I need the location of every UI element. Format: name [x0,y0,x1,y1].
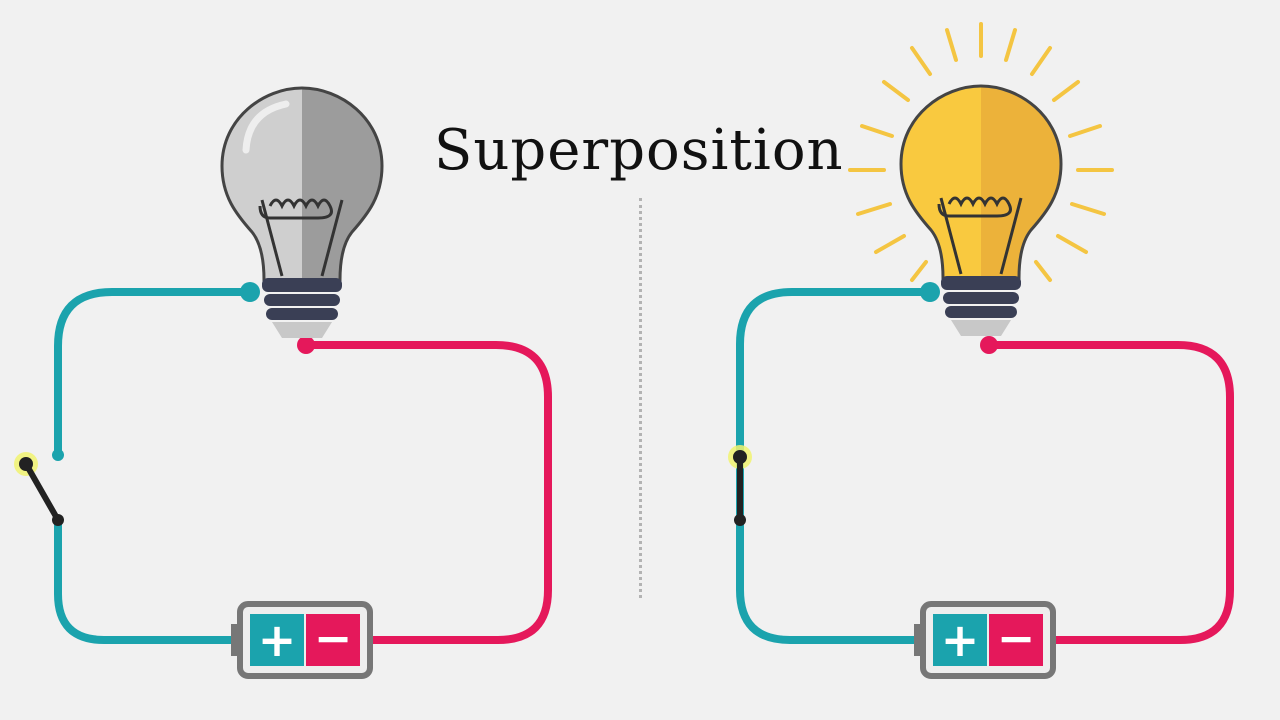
right-negative-wire-end [980,336,998,354]
battery-plus-label: + [258,613,297,667]
battery-icon: + − [231,601,373,679]
light-bulb-on-icon [899,84,1063,336]
battery-minus-label: − [314,611,353,665]
left-positive-wire-bottom [54,516,244,644]
open-switch-icon [14,452,64,526]
center-divider [639,198,642,598]
right-positive-wire [736,288,934,644]
battery-icon: + − [914,601,1056,679]
left-circuit: + − [14,86,552,679]
left-negative-wire [298,341,552,644]
page-title: Superposition [434,118,844,183]
light-rays-icon [848,22,1114,282]
left-positive-wire-top [54,288,254,459]
light-bulb-off-icon [220,86,384,338]
left-negative-wire-end [297,336,315,354]
battery-minus-label: − [997,611,1036,665]
right-negative-wire [981,341,1234,644]
battery-plus-label: + [941,613,980,667]
closed-switch-icon [728,445,752,526]
left-wire-end-dot [52,449,64,461]
